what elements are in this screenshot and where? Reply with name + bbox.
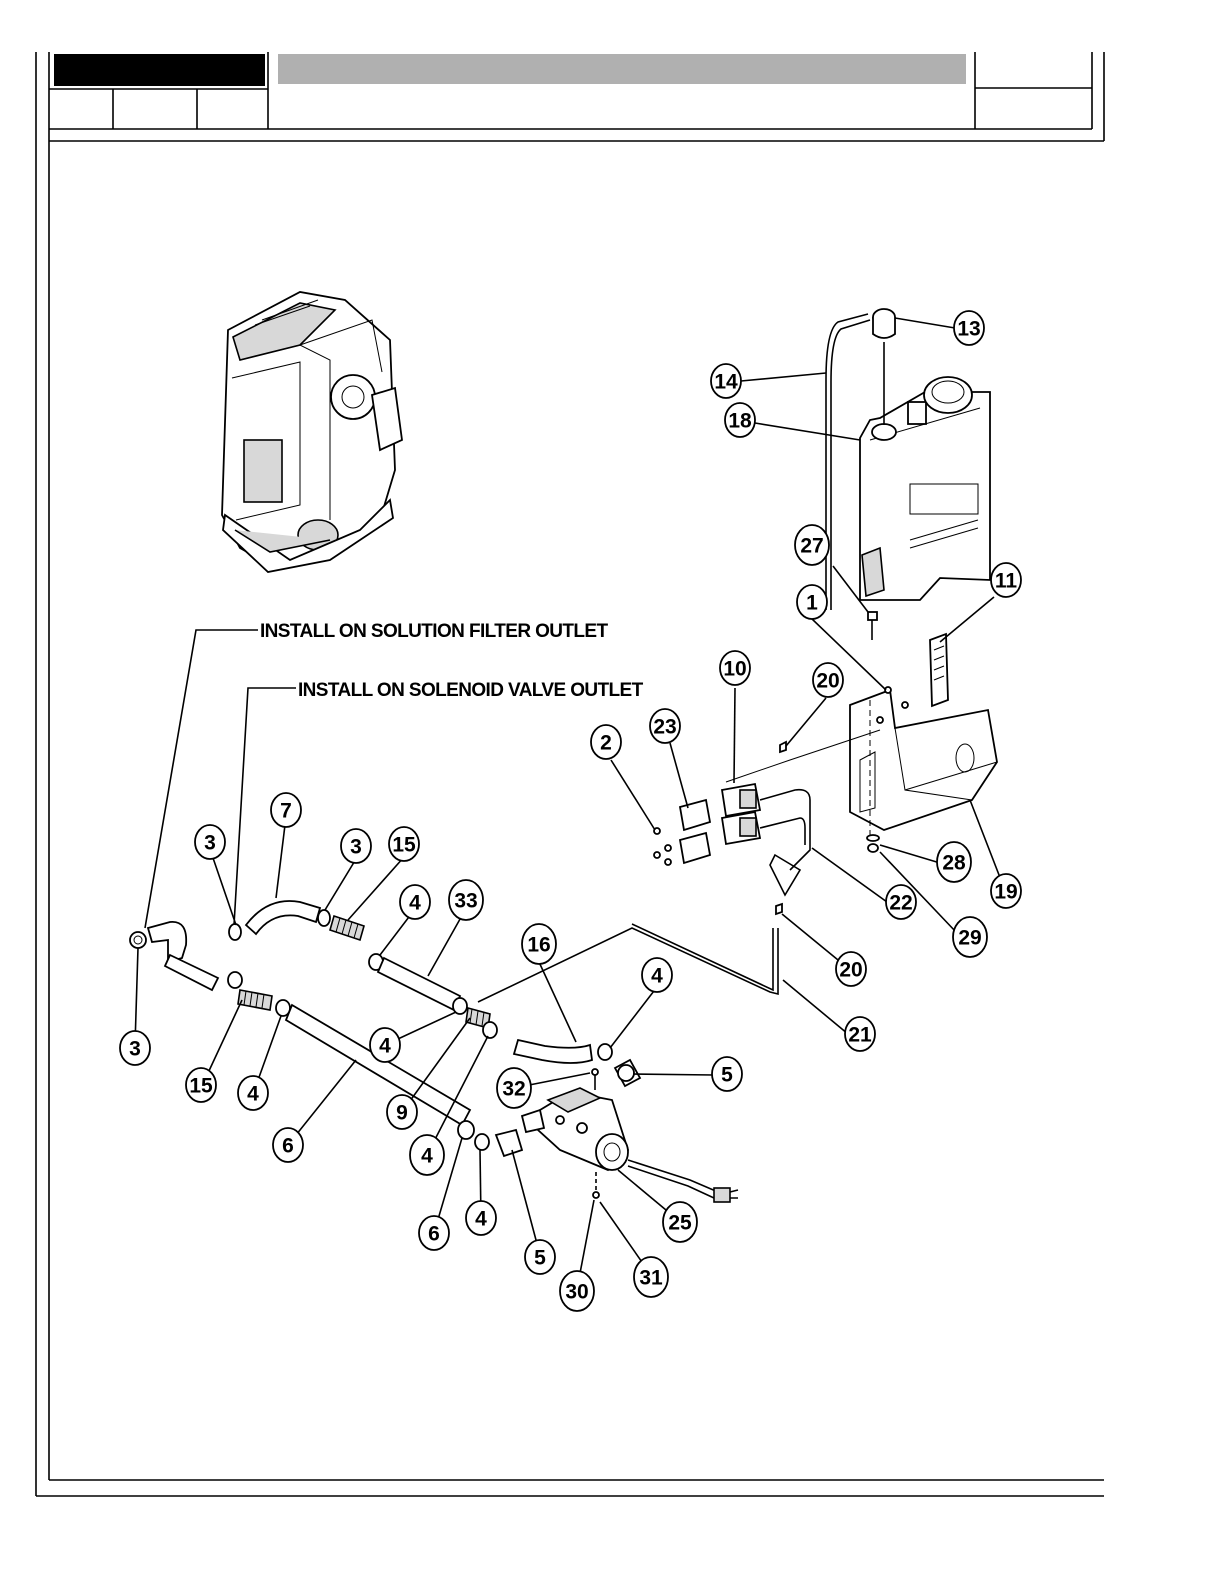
callout-6-lower: 6 <box>419 1216 449 1250</box>
callout-5-upper: 5 <box>712 1057 742 1091</box>
callout-31: 31 <box>634 1257 668 1297</box>
callout-13: 13 <box>954 311 984 345</box>
callout-28-label: 28 <box>942 852 966 875</box>
callout-15-upper: 15 <box>389 827 419 861</box>
callout-28: 28 <box>937 842 971 882</box>
callout-20-upper-label: 20 <box>816 670 839 693</box>
callout-9-label: 9 <box>396 1102 408 1125</box>
callout-3-lower: 3 <box>120 1031 150 1065</box>
callout-30: 30 <box>560 1271 594 1311</box>
callout-23: 23 <box>650 709 680 743</box>
callout-5-lower: 5 <box>525 1240 555 1274</box>
callout-23-label: 23 <box>653 716 676 739</box>
callout-6-lower-label: 6 <box>428 1223 440 1246</box>
callout-29-label: 29 <box>958 927 981 950</box>
callout-4-center-label: 4 <box>379 1035 391 1058</box>
callout-33-label: 33 <box>454 890 477 913</box>
callout-3-lower-label: 3 <box>129 1038 141 1061</box>
callout-5-lower-label: 5 <box>534 1247 546 1270</box>
callout-4-upper: 4 <box>400 885 430 919</box>
callout-30-label: 30 <box>565 1281 588 1304</box>
callout-4-upper-label: 4 <box>409 892 421 915</box>
callout-31-label: 31 <box>639 1267 663 1290</box>
callout-3-upper-left-label: 3 <box>204 832 216 855</box>
callout-3-upper-right: 3 <box>341 829 371 863</box>
callout-27: 27 <box>795 525 829 565</box>
title-gray-bar <box>278 54 966 84</box>
callout-2-label: 2 <box>600 732 612 755</box>
callout-15-lower-label: 15 <box>189 1075 213 1098</box>
callout-7-label: 7 <box>280 800 292 823</box>
callout-4-bottom: 4 <box>466 1201 496 1235</box>
callout-10-label: 10 <box>723 658 746 681</box>
callout-22: 22 <box>886 885 916 919</box>
callout-19-label: 19 <box>994 881 1017 904</box>
solution-tank-assembly <box>826 309 990 610</box>
machine-illustration <box>222 292 402 572</box>
callout-5-upper-label: 5 <box>721 1064 733 1087</box>
callout-29: 29 <box>953 917 987 957</box>
note-solenoid-valve-outlet: INSTALL ON SOLENOID VALVE OUTLET <box>298 680 644 701</box>
note-solution-filter-outlet: INSTALL ON SOLUTION FILTER OUTLET <box>260 621 609 642</box>
callout-11-label: 11 <box>995 570 1018 593</box>
callout-10: 10 <box>720 651 750 685</box>
title-black-bar <box>54 54 265 86</box>
callout-4-center: 4 <box>370 1028 400 1062</box>
callout-15-lower: 15 <box>186 1068 216 1102</box>
callout-6-left-label: 6 <box>282 1135 294 1158</box>
callout-4-mid-lower-label: 4 <box>421 1145 433 1168</box>
callout-25-label: 25 <box>668 1212 692 1235</box>
callout-3-upper-right-label: 3 <box>350 836 362 859</box>
callout-1: 1 <box>797 585 827 619</box>
callout-4-bottom-label: 4 <box>475 1208 487 1231</box>
callout-13-label: 13 <box>957 318 980 341</box>
callout-14: 14 <box>711 364 741 398</box>
callout-7: 7 <box>271 793 301 827</box>
callout-33: 33 <box>449 880 483 920</box>
solenoid-valve-assembly <box>654 730 880 914</box>
callout-1-label: 1 <box>806 592 818 615</box>
callout-20-lower-label: 20 <box>839 959 862 982</box>
callout-27-label: 27 <box>800 535 823 558</box>
callout-21-label: 21 <box>848 1024 872 1047</box>
callout-4-lower-left: 4 <box>238 1076 268 1110</box>
callout-32-label: 32 <box>502 1078 525 1101</box>
callout-16: 16 <box>522 924 556 964</box>
callout-4-near-16: 4 <box>642 958 672 992</box>
callout-4-lower-left-label: 4 <box>247 1083 259 1106</box>
callout-18-label: 18 <box>728 410 752 433</box>
callout-4-near-16-label: 4 <box>651 965 663 988</box>
callout-4-mid-lower: 4 <box>410 1135 444 1175</box>
callout-21: 21 <box>845 1017 875 1051</box>
callout-9: 9 <box>387 1095 417 1129</box>
note-leaders <box>145 630 296 928</box>
callout-25: 25 <box>663 1202 697 1242</box>
callout-11: 11 <box>991 563 1021 597</box>
tank-bracket <box>850 612 997 852</box>
callout-19: 19 <box>991 874 1021 908</box>
callout-6-left: 6 <box>273 1128 303 1162</box>
callout-22-label: 22 <box>889 892 912 915</box>
callout-20-upper: 20 <box>813 663 843 697</box>
callout-18: 18 <box>725 403 755 437</box>
callout-2: 2 <box>591 725 621 759</box>
callout-15-upper-label: 15 <box>392 834 416 857</box>
callout-32: 32 <box>497 1068 531 1108</box>
pump-assembly <box>522 1088 738 1202</box>
callout-3-upper-left: 3 <box>195 825 225 859</box>
callout-20-lower: 20 <box>836 952 866 986</box>
callout-16-label: 16 <box>527 934 550 957</box>
callout-14-label: 14 <box>714 371 738 394</box>
